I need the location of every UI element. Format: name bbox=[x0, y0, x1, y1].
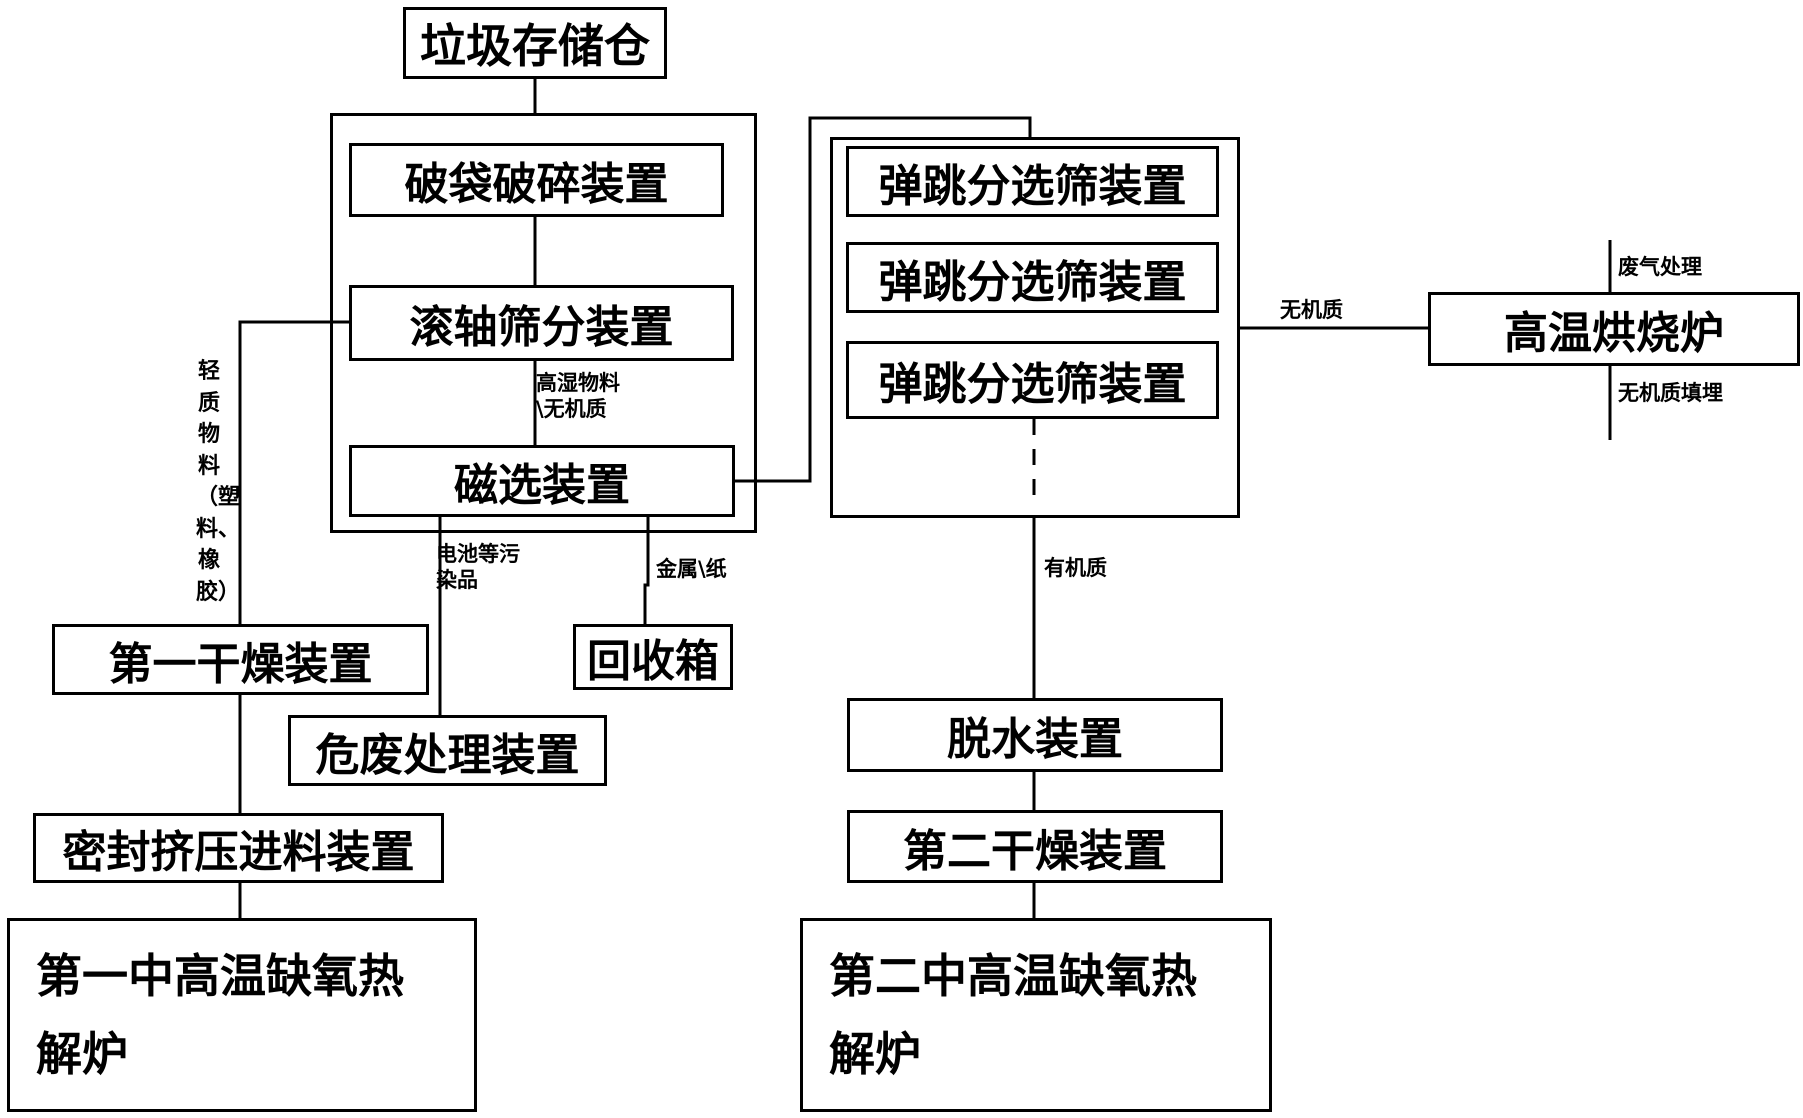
sealed-feeder-node: 密封挤压进料装置 bbox=[33, 813, 444, 883]
metal-paper-label: 金属\纸 bbox=[656, 557, 727, 581]
bounce-screen-node-2: 弹跳分选筛装置 bbox=[846, 242, 1219, 313]
magnetic-separation-node: 磁选装置 bbox=[349, 445, 735, 517]
first-dryer-node: 第一干燥装置 bbox=[52, 624, 429, 695]
recycle-bin-node: 回收箱 bbox=[573, 624, 733, 690]
second-pyrolysis-furnace-node: 第二中高温缺氧热解炉 bbox=[800, 918, 1272, 1112]
bag-breaking-node: 破袋破碎装置 bbox=[349, 143, 724, 217]
high-moisture-label: 高湿物料\无机质 bbox=[536, 371, 620, 422]
inorganic-landfill-label: 无机质填埋 bbox=[1618, 381, 1723, 405]
organic-label: 有机质 bbox=[1044, 556, 1107, 580]
garbage-storage-node: 垃圾存储仓 bbox=[403, 7, 667, 79]
bounce-screen-node-3: 弹跳分选筛装置 bbox=[846, 341, 1219, 419]
hazardous-waste-node: 危废处理装置 bbox=[288, 715, 607, 786]
high-temp-kiln-node: 高温烘烧炉 bbox=[1428, 292, 1800, 366]
exhaust-treatment-label: 废气处理 bbox=[1618, 255, 1702, 279]
inorganic-label: 无机质 bbox=[1280, 298, 1343, 322]
bounce-group-frame bbox=[830, 137, 1240, 518]
first-pyrolysis-furnace-node: 第一中高温缺氧热解炉 bbox=[7, 918, 477, 1112]
line-magnetic-to-bounce-group bbox=[735, 116, 1032, 483]
dewatering-node: 脱水装置 bbox=[847, 698, 1223, 772]
battery-pollutant-label: 电池等污染品 bbox=[436, 542, 520, 593]
line-magnetic-to-recycle bbox=[643, 517, 650, 624]
roller-screen-node: 滚轴筛分装置 bbox=[349, 285, 734, 361]
sorting-group-frame bbox=[330, 113, 757, 533]
bounce-screen-node-1: 弹跳分选筛装置 bbox=[846, 146, 1219, 217]
second-dryer-node: 第二干燥装置 bbox=[847, 810, 1223, 883]
line-roller-to-dryer1 bbox=[238, 320, 349, 624]
light-material-label: 轻质物料（塑料、橡胶） bbox=[196, 359, 241, 605]
